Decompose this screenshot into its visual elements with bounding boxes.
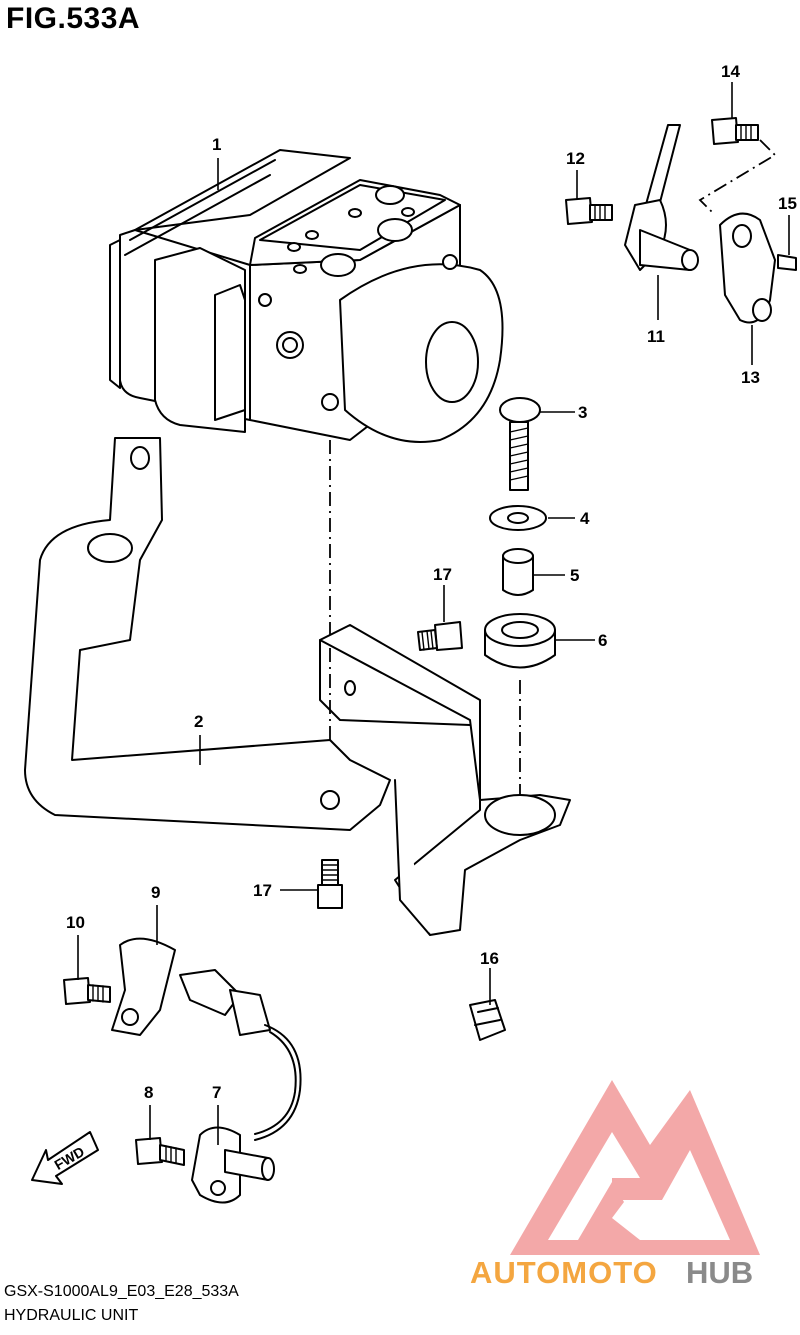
callout-6: 6 xyxy=(598,631,607,650)
callout-7: 7 xyxy=(212,1083,221,1102)
figure-title: FIG.533A xyxy=(6,2,141,35)
fwd-direction-arrow: FWD xyxy=(31,1131,99,1185)
callout-16: 16 xyxy=(480,949,499,968)
front-sensor-bolt xyxy=(135,1137,185,1166)
dowel-pin xyxy=(777,254,797,271)
sensor-bolt-rear xyxy=(565,197,613,225)
abs-hydraulic-unit xyxy=(109,149,504,443)
callout-9: 9 xyxy=(151,883,160,902)
front-bracket-bolt xyxy=(63,977,111,1005)
front-sensor-bracket xyxy=(111,937,176,1036)
callout-11: 11 xyxy=(647,327,665,346)
bolt-axis-rear xyxy=(698,139,777,216)
front-sensor-cable xyxy=(179,969,302,1141)
watermark-text-part2: HUB xyxy=(686,1255,753,1290)
sensor-bracket-rear xyxy=(719,212,776,324)
callout-15: 15 xyxy=(778,194,797,213)
mounting-screw xyxy=(499,397,541,491)
watermark-text-part1: AUTOMOTO xyxy=(470,1255,658,1290)
leader-lines xyxy=(77,82,790,1145)
front-wheel-speed-sensor xyxy=(191,1126,275,1204)
callout-5: 5 xyxy=(570,566,579,585)
callout-13: 13 xyxy=(741,368,760,387)
wire-clamp xyxy=(469,999,506,1041)
flange-bolt-lower xyxy=(317,859,343,909)
callout-14: 14 xyxy=(721,62,740,81)
callout-1: 1 xyxy=(212,135,221,154)
section-name: HYDRAULIC UNIT xyxy=(4,1307,139,1324)
bracket-bolt-rear xyxy=(711,117,759,145)
model-code: GSX-S1000AL9_E03_E28_533A xyxy=(4,1283,239,1300)
collar xyxy=(502,548,534,596)
callout-labels: 1 2 3 4 5 6 7 8 9 10 11 12 13 14 15 16 1… xyxy=(66,62,797,1102)
rear-wheel-speed-sensor xyxy=(624,124,699,271)
callout-17-upper: 17 xyxy=(433,565,452,584)
callout-12: 12 xyxy=(566,149,585,168)
flange-bolt-upper xyxy=(417,621,463,651)
callout-3: 3 xyxy=(578,403,587,422)
bracket xyxy=(24,437,571,936)
callout-10: 10 xyxy=(66,913,85,932)
watermark-logo xyxy=(510,1080,760,1255)
grommet xyxy=(484,613,556,669)
callout-4: 4 xyxy=(580,509,590,528)
watermark-text: AUTOMOTO HUB xyxy=(470,1255,753,1290)
callout-17-lower: 17 xyxy=(253,881,272,900)
washer xyxy=(489,505,547,531)
callout-8: 8 xyxy=(144,1083,153,1102)
callout-2: 2 xyxy=(194,712,203,731)
